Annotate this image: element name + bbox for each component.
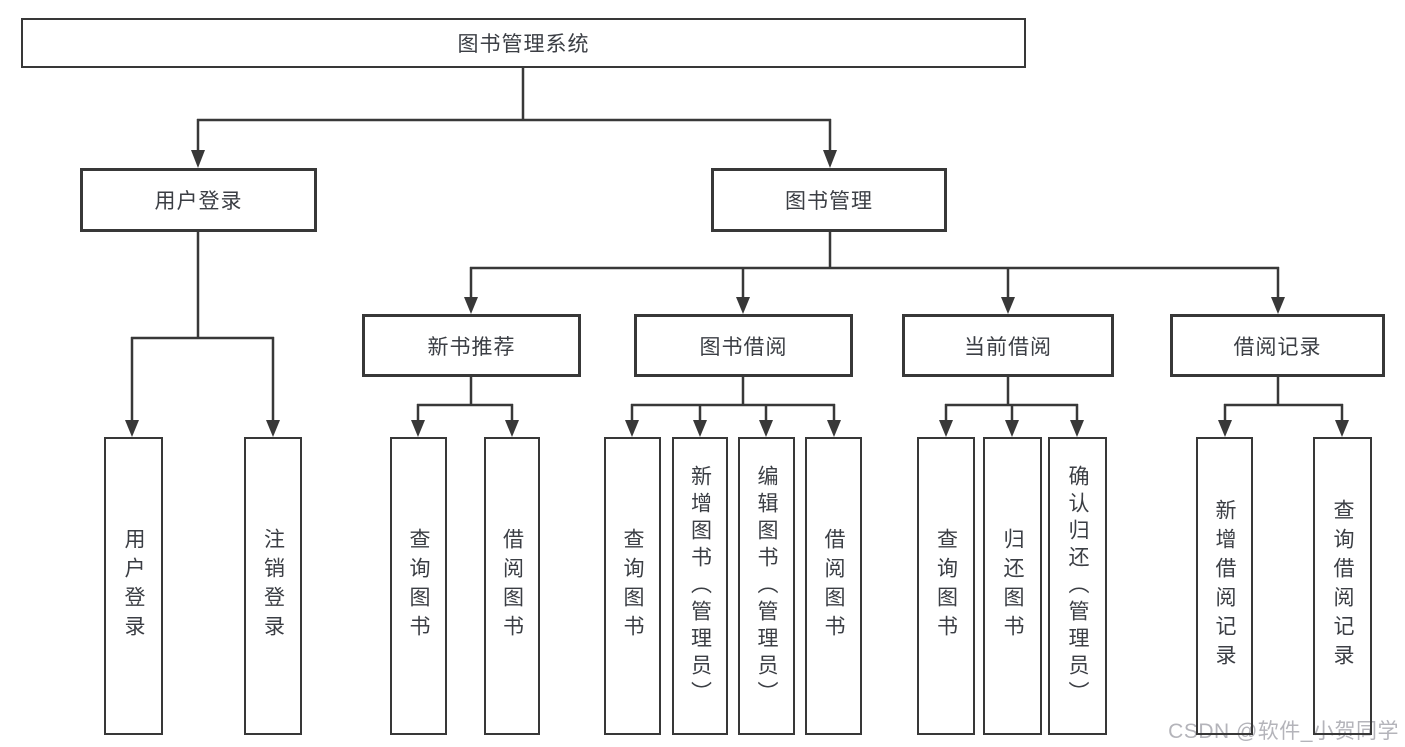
watermark-text: CSDN @软件_小贺同学	[1168, 720, 1399, 743]
leaf-label: 查询图书	[621, 528, 644, 644]
leaf-label: 借阅图书	[500, 528, 524, 644]
leaf-label: 确认归还（管理员）	[1066, 464, 1089, 708]
leaf-add-book-admin: 新增图书（管理员）	[672, 437, 728, 735]
node-current-borrow: 当前借阅	[902, 314, 1114, 377]
leaf-edit-book-admin: 编辑图书（管理员）	[738, 437, 795, 735]
node-label: 图书管理系统	[457, 33, 590, 56]
leaf-label: 注销登录	[261, 528, 285, 644]
leaf-query-book-borrow: 查询图书	[604, 437, 661, 735]
leaf-query-borrow-record: 查询借阅记录	[1313, 437, 1372, 735]
node-borrow-record: 借阅记录	[1170, 314, 1385, 377]
node-label: 当前借阅	[964, 335, 1052, 359]
node-book-borrow: 图书借阅	[634, 314, 853, 377]
leaf-logout: 注销登录	[244, 437, 302, 735]
leaf-borrow-book-recommend: 借阅图书	[484, 437, 540, 735]
node-root-library-system: 图书管理系统	[21, 18, 1026, 68]
leaf-label: 用户登录	[122, 528, 145, 644]
leaf-return-book: 归还图书	[983, 437, 1042, 735]
node-label: 图书借阅	[699, 335, 788, 359]
node-label: 用户登录	[154, 190, 243, 213]
node-new-book-recommend: 新书推荐	[362, 314, 581, 377]
node-user-login: 用户登录	[80, 168, 317, 232]
leaf-query-book-current: 查询图书	[917, 437, 975, 735]
node-label: 借阅记录	[1233, 335, 1322, 359]
leaf-add-borrow-record: 新增借阅记录	[1196, 437, 1253, 735]
leaf-query-book-recommend: 查询图书	[390, 437, 447, 735]
leaf-label: 查询图书	[407, 528, 430, 644]
leaf-label: 编辑图书（管理员）	[755, 464, 778, 708]
leaf-label: 新增图书（管理员）	[688, 464, 712, 708]
leaf-label: 借阅图书	[822, 528, 845, 644]
node-book-management: 图书管理	[711, 168, 947, 232]
leaf-label: 归还图书	[1001, 528, 1024, 644]
leaf-borrow-book: 借阅图书	[805, 437, 862, 735]
leaf-label: 新增借阅记录	[1213, 499, 1236, 673]
node-label: 新书推荐	[427, 335, 516, 359]
leaf-user-login: 用户登录	[104, 437, 163, 735]
leaf-confirm-return-admin: 确认归还（管理员）	[1048, 437, 1107, 735]
leaf-label: 查询图书	[934, 528, 958, 644]
leaf-label: 查询借阅记录	[1331, 499, 1354, 673]
node-label: 图书管理	[785, 190, 873, 213]
